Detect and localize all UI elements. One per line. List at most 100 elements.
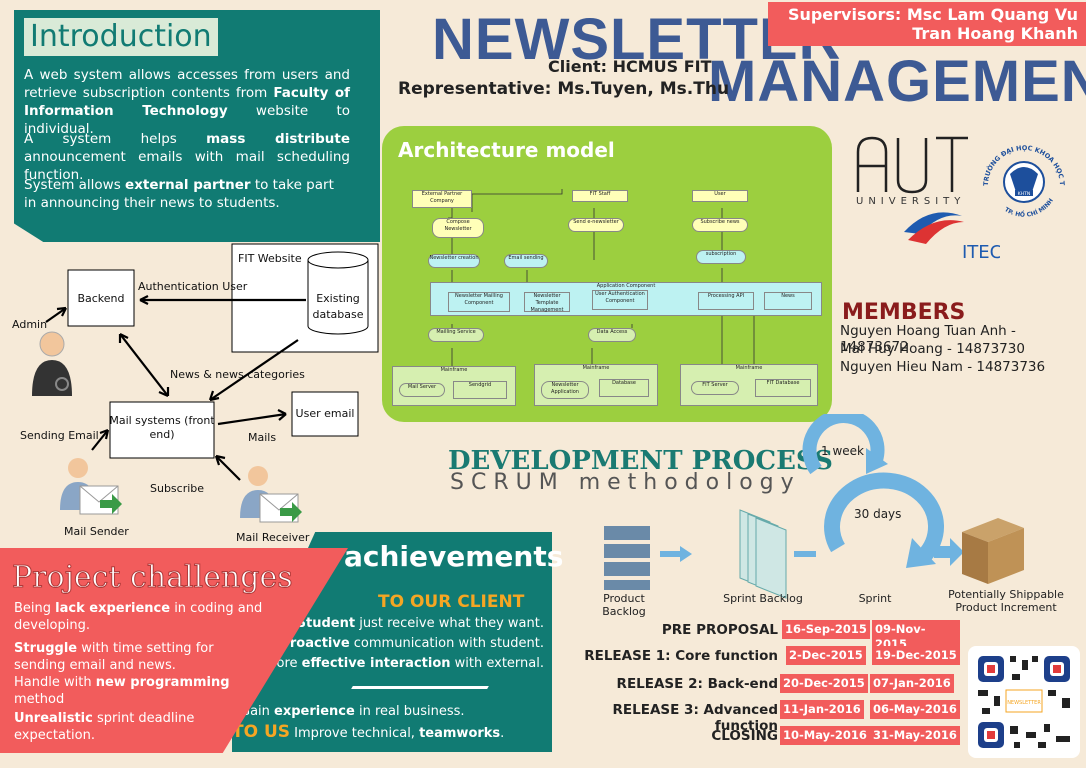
node-3-fit-database: FIT Database: [755, 379, 811, 397]
challenge-3: Handle with new programming method: [14, 674, 244, 708]
representative-text: Representative: Ms.Tuyen, Ms.Thu: [398, 79, 730, 99]
sprint-backlog-label: Sprint Backlog: [723, 592, 803, 605]
backend-label: Backend: [77, 292, 124, 305]
node-1-mail-server: Mail Server: [399, 383, 445, 397]
database-icon: [307, 251, 369, 335]
timeline-start-release-1: 2-Dec-2015: [786, 646, 866, 665]
thirty-days-label: 30 days: [854, 507, 901, 521]
ach-c1-c: just receive what they want.: [355, 616, 544, 631]
node-2-database: Database: [599, 379, 649, 397]
achievements-divider: [351, 686, 489, 689]
title-management: MANAGEMENT: [708, 49, 1086, 114]
qr-code-icon: NEWSLETTER: [978, 656, 1070, 748]
khtn-badge-text: KHTN: [1018, 191, 1030, 197]
chal-2-b: Struggle: [14, 641, 78, 656]
actor-fit-staff: FIT Staff: [572, 190, 628, 202]
intro-p2-b: mass distribute: [206, 131, 350, 147]
timeline-start-pre-proposal: 16-Sep-2015: [782, 620, 870, 639]
timeline-label-release-1: RELEASE 1: Core function: [584, 648, 778, 664]
scrum-diagram: 1 week 30 days: [604, 414, 1024, 599]
node-2-label: Mainframe: [582, 365, 610, 371]
timeline-end-release-1: 19-Dec-2015: [872, 646, 960, 665]
backend-box: [67, 269, 135, 327]
timeline-start-release-2: 20-Dec-2015: [780, 674, 868, 693]
mail-sender-label: Mail Sender: [64, 525, 129, 538]
mail-systems-box: [109, 401, 215, 459]
member-3: Nguyen Hieu Nam - 14873736: [840, 359, 1046, 375]
intro-p2-c: announcement emails with mail scheduling…: [24, 149, 350, 183]
sprint-backlog-icon: [739, 509, 816, 599]
itec-text: ITEC: [962, 242, 1000, 262]
chal-1-b: lack experience: [55, 601, 171, 616]
mail-systems-label-2: end): [149, 428, 174, 441]
ach-c3-c: with external.: [450, 656, 544, 671]
component-processing-api: Processing API: [698, 292, 754, 310]
achievement-us: TO US Improve technical, teamworks.: [232, 722, 504, 742]
ach-c2-c: communication with student.: [349, 636, 544, 651]
product-backlog-icon: [604, 526, 692, 590]
subscribe-label: Subscribe: [150, 482, 204, 495]
achievement-client-2: Proactive communication with student.: [280, 636, 544, 651]
ach-c2-b: Proactive: [280, 636, 350, 651]
chal-2-c: with time setting for sending email and …: [14, 641, 214, 673]
service-subscription: subscription: [696, 250, 746, 264]
node-mainframe-1: Mainframe Mail Server Sendgrid: [392, 366, 516, 406]
supervisors-line-2: Tran Hoang Khanh: [912, 24, 1078, 43]
architecture-title: Architecture model: [398, 138, 615, 162]
mail-sender-icon: [60, 458, 122, 515]
infra-data-access: Data Access: [588, 328, 636, 342]
node-3-label: Mainframe: [735, 365, 763, 371]
increment-label-1: Potentially Shippable: [948, 588, 1064, 601]
auth-user-label: Authentication User: [138, 280, 248, 293]
actor-user: User: [692, 190, 748, 202]
member-2: Mai Huy Hoang - 14873730: [840, 341, 1025, 357]
user-email-box: [291, 391, 359, 437]
node-1-label: Mainframe: [440, 367, 468, 373]
achievement-client-3: More effective interaction with external…: [265, 656, 544, 671]
intro-paragraph-3: System allows external partner to take p…: [24, 176, 350, 212]
challenges-title: Project challenges: [12, 560, 294, 596]
intro-p3-b: external partner: [125, 177, 251, 193]
chal-3-c: method: [14, 692, 65, 707]
dev-process-subtitle: SCRUM methodology: [450, 470, 801, 495]
dev-process-title: DEVELOPMENT PROCESS: [448, 446, 833, 476]
aut-university-text: UNIVERSITY: [856, 196, 966, 207]
service-email-sending: Email sending: [504, 254, 548, 268]
client-text: Client: HCMUS FIT: [548, 57, 712, 76]
intro-p1-b: Faculty of Information Technology: [24, 85, 350, 119]
node-2-newsletter-app: Newsletter Application: [541, 381, 589, 399]
chal-4-b: Unrealistic: [14, 711, 93, 726]
user-email-label: User email: [296, 407, 355, 420]
ach-us-b: teamworks: [419, 726, 501, 741]
node-mainframe-3: Mainframe FIT Server FIT Database: [680, 364, 818, 406]
intro-p2-a: A system helps: [24, 131, 207, 147]
chal-3-a: Handle with: [14, 675, 96, 690]
increment-label-2: Product Increment: [955, 601, 1057, 614]
ach-gain-c: in real business.: [354, 704, 465, 719]
system-diagram: FIT Website Existing database Backend Au…: [12, 243, 379, 544]
component-template-management: Newsletter Template Management: [524, 292, 570, 313]
challenge-4: Unrealistic sprint deadline expectation.: [14, 710, 214, 744]
architecture-diagram: External Partner Company FIT Staff User …: [392, 188, 822, 410]
supervisors-line-1: Supervisors: Msc Lam Quang Vu: [787, 5, 1078, 24]
intro-p1-c: website to individual.: [24, 103, 351, 137]
timeline-label-closing: CLOSING: [711, 728, 778, 744]
infra-mailing-service: Mailling Service: [428, 328, 484, 342]
qr-code[interactable]: NEWSLETTER: [968, 646, 1080, 758]
sprint-label: Sprint: [858, 592, 892, 605]
ach-us-a: Improve technical,: [294, 726, 420, 741]
intro-p3-c: to take part in announcing their news to…: [24, 177, 334, 211]
mail-systems-label-1: Mail systems (front: [109, 414, 215, 427]
product-backlog-label: Product Backlog: [602, 592, 646, 618]
process-compose-newsletter: Compose Newsletter: [432, 218, 484, 238]
intro-p1-a: A web system allows accesses from users …: [24, 67, 350, 101]
node-3-fit-server: FIT Server: [691, 381, 739, 395]
one-week-cycle-icon: [802, 414, 888, 475]
component-user-auth: User Authentication Component: [592, 290, 648, 310]
node-1-sendgrid: Sendgrid: [453, 381, 507, 399]
achievements-client-heading: TO OUR CLIENT: [378, 592, 525, 612]
timeline-start-closing: 10-May-2016: [780, 726, 870, 745]
application-component-label: Application Component: [596, 283, 656, 289]
ach-us-c: .: [500, 726, 505, 741]
timeline-end-closing: 31-May-2016: [870, 726, 960, 745]
